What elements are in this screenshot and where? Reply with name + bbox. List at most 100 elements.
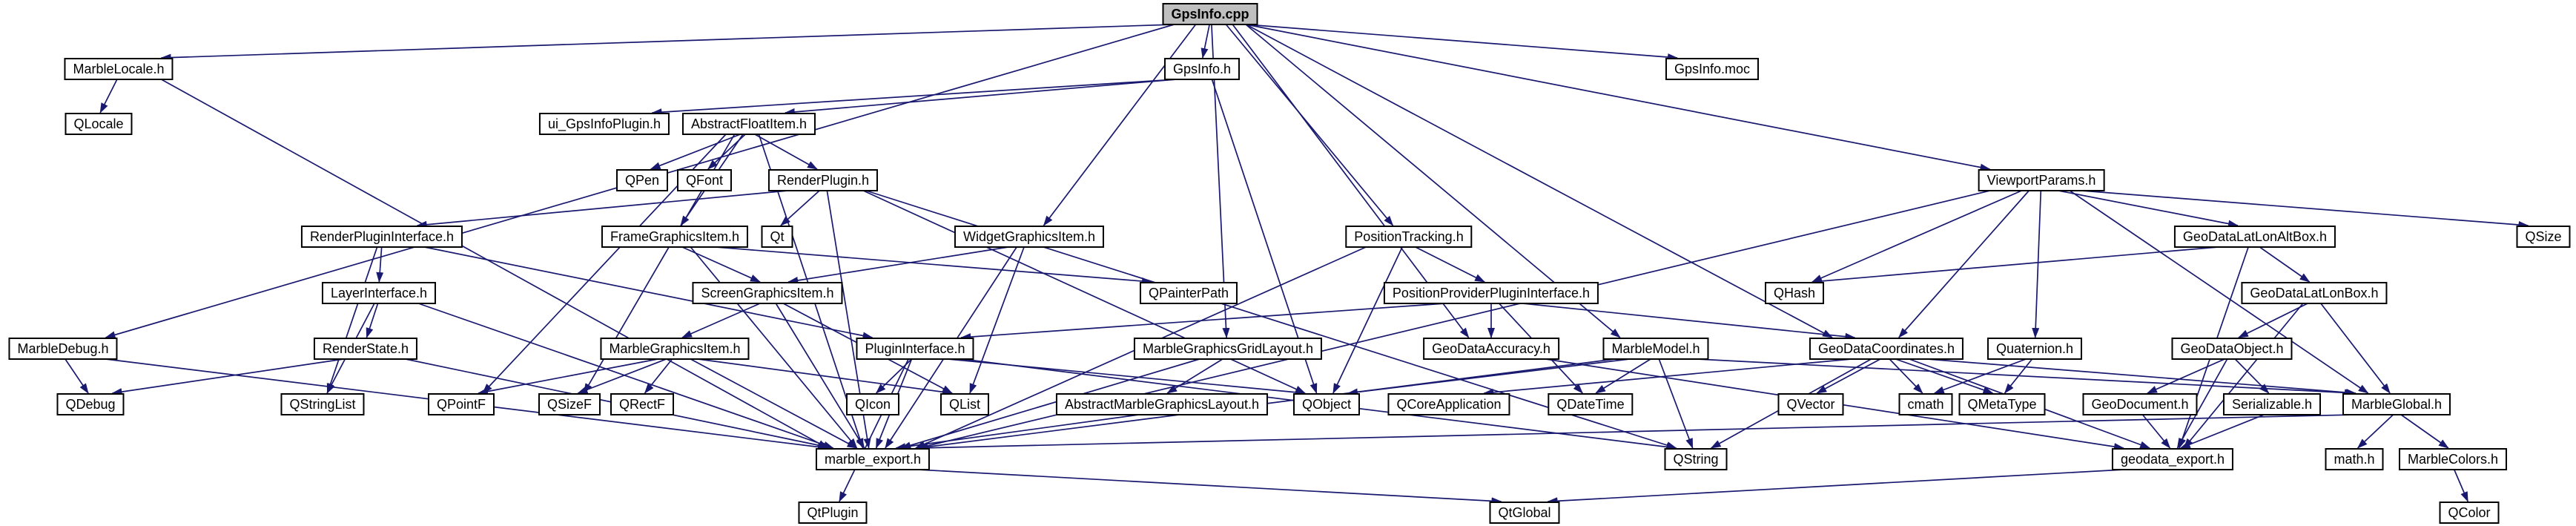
graph-edge-geodocument-h--geodata-export-h bbox=[2141, 414, 2171, 449]
graph-edge-marbleglobal-h--math-h bbox=[2357, 414, 2394, 449]
graph-edge-framegraphicsitem-h--qpainterpath bbox=[716, 246, 1152, 285]
graph-node-quaternion-h[interactable]: Quaternion.h bbox=[1987, 338, 2083, 360]
graph-node-positiontracking-h[interactable]: PositionTracking.h bbox=[1345, 226, 1473, 248]
graph-edge-positionproviderplugininterface-h--geodatacoordinates-h bbox=[1522, 303, 1856, 341]
graph-node-marble-export-h[interactable]: marble_export.h bbox=[815, 448, 931, 470]
graph-node-marbleglobal-h[interactable]: MarbleGlobal.h bbox=[2342, 393, 2451, 415]
graph-node-plugininterface-h[interactable]: PluginInterface.h bbox=[856, 338, 974, 360]
graph-node-qdebug: QDebug bbox=[56, 393, 125, 415]
graph-node-math-h: math.h bbox=[2325, 448, 2384, 470]
graph-node-qicon: QIcon bbox=[845, 393, 900, 415]
graph-node-cmath: cmath bbox=[1898, 393, 1953, 415]
graph-node-geodata-export-h[interactable]: geodata_export.h bbox=[2111, 448, 2234, 470]
graph-node-marblemodel-h[interactable]: MarbleModel.h bbox=[1602, 338, 1709, 360]
graph-edge-serializable-h--geodata-export-h bbox=[2179, 414, 2265, 449]
graph-node-qsize: QSize bbox=[2516, 226, 2571, 248]
graph-node-gpsinfo-moc: GpsInfo.moc bbox=[1665, 58, 1760, 80]
graph-edge-marble-export-h--qtglobal bbox=[917, 469, 1502, 505]
graph-edge-marblegraphicsitem-h--qlist bbox=[698, 358, 953, 396]
graph-edge-gpsinfo-cpp--positiontracking-h bbox=[1225, 24, 1394, 226]
graph-node-viewportparams-h[interactable]: ViewportParams.h bbox=[1978, 169, 2105, 191]
graph-edge-marblemodel-h--qstring bbox=[1658, 358, 1694, 449]
graph-edge-framegraphicsitem-h--screengraphicsitem-h bbox=[681, 246, 761, 283]
graph-edge-geodatacoordinates-h--qmetatype bbox=[1895, 358, 1994, 394]
graph-edge-abstractfloatitem-h--renderplugin-h bbox=[754, 134, 818, 170]
graph-node-qcoreapplication: QCoreApplication bbox=[1387, 393, 1510, 415]
graph-edge-quaternion-h--cmath bbox=[1933, 358, 2027, 394]
graph-node-geodatalatlonbox-h[interactable]: GeoDataLatLonBox.h bbox=[2241, 282, 2388, 304]
graph-node-geodatacoordinates-h[interactable]: GeoDataCoordinates.h bbox=[1809, 338, 1964, 360]
graph-edge-gpsinfo-cpp--gpsinfo-h bbox=[1201, 24, 1210, 59]
graph-edge-viewportparams-h--qsize bbox=[2081, 190, 2529, 229]
graph-node-renderplugin-h[interactable]: RenderPlugin.h bbox=[767, 169, 879, 191]
graph-edge-positiontracking-h--qobject bbox=[1332, 246, 1403, 394]
graph-edge-marblegraphicsitem-h--marble-export-h bbox=[690, 358, 858, 449]
graph-node-marbledebug-h[interactable]: MarbleDebug.h bbox=[8, 338, 118, 360]
graph-edge-viewportparams-h--geodatalatlonaltbox-h bbox=[2058, 190, 2239, 228]
graph-edge-gpsinfo-cpp--gpsinfo-moc bbox=[1246, 24, 1678, 61]
graph-edge-marbledebug-h--qdebug bbox=[65, 358, 89, 394]
graph-edge-gpsinfo-h--abstractfloatitem-h bbox=[784, 79, 1177, 116]
graph-node-abstractfloatitem-h[interactable]: AbstractFloatItem.h bbox=[681, 113, 816, 135]
graph-node-qfont: QFont bbox=[676, 169, 733, 191]
graph-node-qhash: QHash bbox=[1764, 282, 1825, 304]
graph-edge-layerinterface-h--renderstate-h bbox=[366, 303, 379, 338]
graph-edge-viewportparams-h--geodatacoordinates-h bbox=[1898, 190, 2030, 338]
graph-node-qrectf: QRectF bbox=[610, 393, 675, 415]
graph-node-gpsinfo-cpp: GpsInfo.cpp bbox=[1162, 3, 1258, 25]
graph-edge-gpsinfo-cpp--viewportparams-h bbox=[1246, 24, 1991, 171]
graph-node-geodataaccuracy-h[interactable]: GeoDataAccuracy.h bbox=[1423, 338, 1559, 360]
graph-node-geodocument-h[interactable]: GeoDocument.h bbox=[2082, 393, 2198, 415]
graph-node-qlist: QList bbox=[939, 393, 990, 415]
graph-edge-abstractfloatitem-h--qpen bbox=[650, 134, 741, 170]
graph-node-gpsinfo-h[interactable]: GpsInfo.h bbox=[1163, 58, 1241, 80]
graph-node-qpen: QPen bbox=[615, 169, 669, 191]
graph-node-layerinterface-h[interactable]: LayerInterface.h bbox=[321, 282, 437, 304]
graph-edge-marblelocale-h--marble-export-h bbox=[161, 79, 828, 449]
graph-node-marblegraphicsitem-h[interactable]: MarbleGraphicsItem.h bbox=[600, 338, 750, 360]
graph-edge-viewportparams-h--quaternion-h bbox=[2032, 190, 2042, 338]
graph-node-qpainterpath: QPainterPath bbox=[1139, 282, 1238, 304]
graph-node-qobject: QObject bbox=[1292, 393, 1361, 415]
graph-node-positionproviderplugininterface-h[interactable]: PositionProviderPluginInterface.h bbox=[1383, 282, 1599, 304]
graph-node-qsizef: QSizeF bbox=[538, 393, 601, 415]
graph-node-marblegraphicsgridlayout-h[interactable]: MarbleGraphicsGridLayout.h bbox=[1133, 338, 1323, 360]
graph-edge-marblegraphicsitem-h--qpointf bbox=[478, 358, 658, 395]
graph-node-marblecolors-h[interactable]: MarbleColors.h bbox=[2398, 448, 2508, 470]
graph-edge-renderplugininterface-h--qstringlist bbox=[326, 246, 378, 394]
graph-edge-layerinterface-h--marble-export-h bbox=[418, 303, 834, 449]
graph-node-qtglobal: QtGlobal bbox=[1489, 502, 1560, 524]
graph-edge-gpsinfo-cpp--widgetgraphicsitem-h bbox=[1043, 24, 1197, 226]
graph-edge-viewportparams-h--marbleglobal-h bbox=[2069, 190, 2369, 394]
graph-node-qcolor: QColor bbox=[2439, 502, 2500, 524]
graph-edge-marblemodel-h--qdatetime bbox=[1595, 358, 1651, 394]
edge-group bbox=[65, 24, 2529, 505]
graph-node-renderplugininterface-h[interactable]: RenderPluginInterface.h bbox=[300, 226, 463, 248]
graph-node-widgetgraphicsitem-h[interactable]: WidgetGraphicsItem.h bbox=[954, 226, 1105, 248]
graph-edge-geodata-export-h--qtglobal bbox=[1547, 469, 2124, 505]
graph-edge-positionproviderplugininterface-h--plugininterface-h bbox=[960, 303, 1445, 341]
graph-node-framegraphicsitem-h[interactable]: FrameGraphicsItem.h bbox=[601, 226, 749, 248]
graph-edge-renderplugin-h--qobject bbox=[862, 190, 1306, 394]
graph-node-geodataobject-h[interactable]: GeoDataObject.h bbox=[2171, 338, 2293, 360]
graph-edge-geodatacoordinates-h--marbleglobal-h bbox=[1926, 358, 2357, 396]
graph-node-renderstate-h[interactable]: RenderState.h bbox=[313, 338, 418, 360]
graph-edge-framegraphicsitem-h--marble-export-h bbox=[690, 246, 858, 449]
graph-edge-marblegraphicsitem-h--qsizef bbox=[577, 358, 667, 394]
graph-edge-renderplugininterface-h--plugininterface-h bbox=[424, 246, 873, 340]
graph-node-marblelocale-h[interactable]: MarbleLocale.h bbox=[64, 58, 174, 80]
graph-node-abstractmarblegraphicslayout-h[interactable]: AbstractMarbleGraphicsLayout.h bbox=[1055, 393, 1269, 415]
graph-edge-renderplugininterface-h--layerinterface-h bbox=[376, 246, 384, 283]
graph-edge-gpsinfo-cpp--marblelocale-h bbox=[160, 24, 1175, 62]
graph-edge-viewportparams-h--qhash bbox=[1812, 190, 2022, 283]
graph-node-geodatalatlonaltbox-h[interactable]: GeoDataLatLonAltBox.h bbox=[2173, 226, 2336, 248]
graph-edge-renderplugin-h--renderplugininterface-h bbox=[416, 190, 788, 229]
graph-edge-plugininterface-h--qtplugin bbox=[839, 358, 909, 502]
graph-edge-geodatalatlonbox-h--geodata-export-h bbox=[2183, 303, 2304, 449]
graph-edge-geodatacoordinates-h--qvector bbox=[1816, 358, 1881, 394]
graph-edge-marblecolors-h--qcolor bbox=[2453, 469, 2469, 502]
graph-node-screengraphicsitem-h[interactable]: ScreenGraphicsItem.h bbox=[692, 282, 843, 304]
graph-node-serializable-h[interactable]: Serializable.h bbox=[2222, 393, 2322, 415]
graph-edge-geodataobject-h--geodocument-h bbox=[2147, 358, 2225, 394]
